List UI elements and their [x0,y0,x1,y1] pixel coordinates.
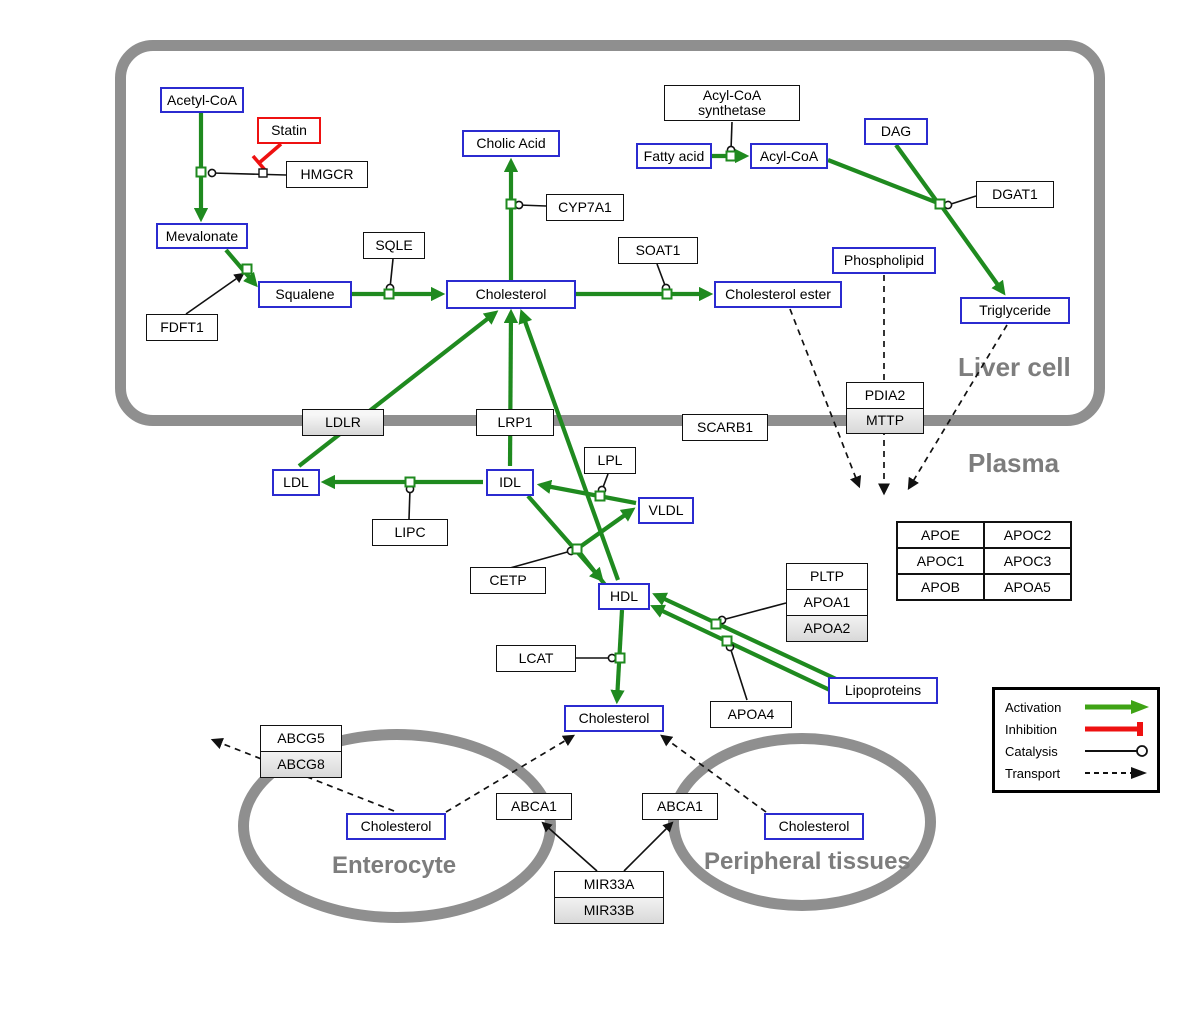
catalysis-circle-icon [1085,745,1148,757]
catalysis-junction-square [258,168,268,178]
enzyme-fdft1: FDFT1 [146,314,218,341]
enzyme-lcat: LCAT [496,645,576,672]
node-acyl-coa: Acyl-CoA [750,143,828,169]
apo-cell-apoc1: APOC1 [897,548,984,574]
enzyme-dgat1: DGAT1 [976,181,1054,208]
enzyme-lpl: LPL [584,447,636,474]
liver-cell-compartment [115,40,1105,426]
node-vldl: VLDL [638,497,694,524]
node-cholesterol-liver: Cholesterol [446,280,576,309]
apo-cell-apob: APOB [897,574,984,600]
stack-mir33a-mir33b: MIR33A MIR33B [554,871,664,924]
node-cholesterol-ester: Cholesterol ester [714,281,842,308]
liver-cell-label: Liver cell [958,352,1071,382]
mirna-mir33b: MIR33B [555,898,663,923]
node-cholesterol-plasma: Cholesterol [564,705,664,732]
peripheral-tissues-label: Peripheral tissues [704,848,911,875]
node-statin: Statin [257,117,321,144]
activation-arrow-icon [1085,700,1149,714]
transport-dashed-arrow-icon [1085,767,1147,779]
legend-activation-label: Activation [1005,699,1062,715]
protein-apoa4: APOA4 [710,701,792,728]
mirna-mir33a: MIR33A [555,872,663,898]
plasma-label: Plasma [968,448,1060,478]
protein-mttp: MTTP [847,408,923,433]
transporter-abcg5: ABCG5 [261,726,341,752]
enzyme-acyl-coa-synthetase-line1: Acyl-CoA [702,87,762,104]
legend-row-inhibition: Inhibition [1001,718,1151,740]
apo-cell-apoc2: APOC2 [984,522,1071,548]
node-triglyceride: Triglyceride [960,297,1070,324]
node-phospholipid: Phospholipid [832,247,936,274]
transport-edges [210,275,1008,813]
receptor-lrp1: LRP1 [476,409,554,436]
regulation-arrows [185,272,674,872]
node-mevalonate: Mevalonate [156,223,248,249]
enzyme-cetp: CETP [470,567,546,594]
legend-transport-label: Transport [1005,765,1061,781]
enzyme-acyl-coa-synthetase: Acyl-CoA synthetase [664,85,800,121]
enzyme-acyl-coa-synthetase-line2: synthetase [698,102,766,118]
transporter-abca1-right: ABCA1 [642,793,718,820]
enzyme-cyp7a1: CYP7A1 [546,194,624,221]
catalysis-edges [207,121,977,701]
receptor-ldlr: LDLR [302,409,384,436]
node-fatty-acid: Fatty acid [636,143,712,169]
enzyme-hmgcr: HMGCR [286,161,368,188]
node-lipoproteins: Lipoproteins [828,677,938,704]
inhibition-edge [251,142,283,172]
node-squalene: Squalene [258,281,352,308]
apo-cell-apoe: APOE [897,522,984,548]
protein-apoa1: APOA1 [787,590,867,616]
legend-row-activation: Activation [1001,696,1151,718]
enterocyte-label: Enterocyte [332,852,457,879]
stack-pdia2-mttp: PDIA2 MTTP [846,382,924,434]
node-cholic-acid: Cholic Acid [462,130,560,157]
enzyme-soat1: SOAT1 [618,237,698,264]
enzyme-sqle: SQLE [363,232,425,259]
enzyme-lipc: LIPC [372,519,448,546]
inhibition-tbar-icon [1085,722,1143,736]
apo-cell-apoc3: APOC3 [984,548,1071,574]
node-idl: IDL [486,469,534,496]
node-ldl: LDL [272,469,320,496]
stack-pltp-apoa1-apoa2: PLTP APOA1 APOA2 [786,563,868,642]
node-cholesterol-enterocyte: Cholesterol [346,813,446,840]
legend: Activation Inhibition Catalysis Transpor… [992,687,1160,793]
node-dag: DAG [864,118,928,145]
stack-abcg5-abcg8: ABCG5 ABCG8 [260,725,342,778]
transporter-abca1-left: ABCA1 [496,793,572,820]
transporter-abcg8: ABCG8 [261,752,341,777]
node-acetyl-coa: Acetyl-CoA [160,87,244,113]
legend-row-catalysis: Catalysis [1001,740,1151,762]
peripheral-tissues-compartment [668,733,936,911]
node-hdl: HDL [598,583,650,610]
legend-inhibition-label: Inhibition [1005,721,1058,737]
protein-pltp: PLTP [787,564,867,590]
legend-catalysis-label: Catalysis [1005,743,1058,759]
apolipoprotein-table: APOE APOC2 APOC1 APOC3 APOB APOA5 [896,521,1072,601]
protein-apoa2: APOA2 [787,616,867,641]
node-cholesterol-peripheral: Cholesterol [764,813,864,840]
legend-row-transport: Transport [1001,762,1151,784]
reaction-squares [195,150,946,664]
activation-edges [193,113,1006,705]
apo-cell-apoa5: APOA5 [984,574,1071,600]
receptor-scarb1: SCARB1 [682,414,768,441]
protein-pdia2: PDIA2 [847,383,923,409]
